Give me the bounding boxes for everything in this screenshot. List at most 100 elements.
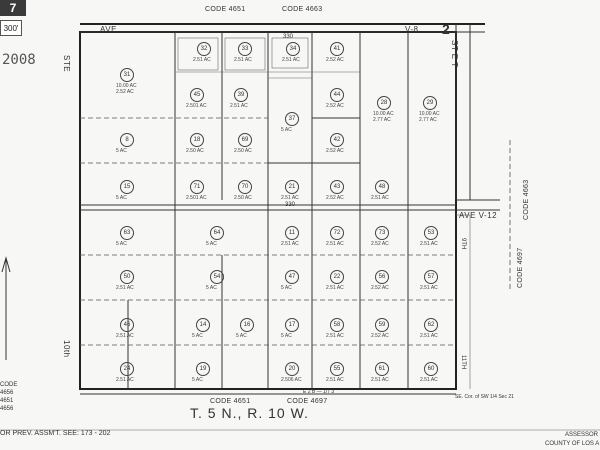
parcel-57[interactable]: 57 bbox=[424, 270, 438, 284]
parcel-8[interactable]: 8 bbox=[120, 133, 134, 147]
parcel-acreage: 2.52 AC bbox=[326, 148, 344, 154]
parcel-24[interactable]: 24 bbox=[120, 362, 134, 376]
parcel-14[interactable]: 14 bbox=[196, 318, 210, 332]
parcel-acreage: 2.52 AC bbox=[371, 241, 389, 247]
code-bottom-right: CODE 4697 bbox=[287, 398, 328, 405]
parcel-acreage: 2.51 AC bbox=[230, 103, 248, 109]
parcel-37[interactable]: 37 bbox=[285, 112, 299, 126]
parcel-31[interactable]: 31 bbox=[120, 68, 134, 82]
parcel-41[interactable]: 41 bbox=[330, 42, 344, 56]
parcel-acreage: 2.52 AC bbox=[371, 333, 389, 339]
parcel-56[interactable]: 56 bbox=[375, 270, 389, 284]
left-code-3: 4656 bbox=[0, 406, 14, 412]
parcel-63[interactable]: 63 bbox=[120, 226, 134, 240]
parcel-acreage: 2.51 AC bbox=[234, 57, 252, 63]
left-code-2: 4651 bbox=[0, 398, 14, 404]
ave-v8-number: 2 bbox=[442, 21, 451, 37]
code-top-left: CODE 4651 bbox=[205, 6, 246, 13]
parcel-acreage: 5 AC bbox=[116, 195, 127, 201]
parcel-54[interactable]: 54 bbox=[210, 270, 224, 284]
parcel-33[interactable]: 33 bbox=[238, 42, 252, 56]
parcel-acreage: 2.51 AC bbox=[326, 333, 344, 339]
left-code-label: CODE bbox=[0, 382, 18, 388]
st-10th-label: 10th bbox=[62, 340, 71, 358]
parcel-19[interactable]: 19 bbox=[196, 362, 210, 376]
parcel-71[interactable]: 71 bbox=[190, 180, 204, 194]
ave-v8-label: V-8 bbox=[405, 25, 419, 34]
parcel-acreage: 2.51 AC bbox=[116, 285, 134, 291]
parcel-acreage: 5 AC bbox=[206, 241, 217, 247]
parcel-20[interactable]: 20 bbox=[285, 362, 299, 376]
parcel-11[interactable]: 11 bbox=[285, 226, 299, 240]
parcel-34[interactable]: 34 bbox=[286, 42, 300, 56]
parcel-73[interactable]: 73 bbox=[375, 226, 389, 240]
scale-box: 300' bbox=[0, 20, 22, 36]
sheet-number-badge: 7 bbox=[0, 0, 26, 16]
parcel-acreage: 2.51 AC bbox=[420, 285, 438, 291]
parcel-32[interactable]: 32 bbox=[197, 42, 211, 56]
parcel-29[interactable]: 29 bbox=[423, 96, 437, 110]
parcel-39[interactable]: 39 bbox=[234, 88, 248, 102]
parcel-acreage: 5 AC bbox=[192, 333, 203, 339]
parcel-acreage: 2.51 AC bbox=[420, 241, 438, 247]
parcel-60[interactable]: 60 bbox=[424, 362, 438, 376]
parcel-47[interactable]: 47 bbox=[285, 270, 299, 284]
parcel-acreage: 2.52 AC bbox=[371, 285, 389, 291]
parcel-64[interactable]: 64 bbox=[210, 226, 224, 240]
parcel-69[interactable]: 69 bbox=[238, 133, 252, 147]
parcel-acreage: 2.50 AC bbox=[234, 195, 252, 201]
parcel-53[interactable]: 53 bbox=[424, 226, 438, 240]
parcel-44[interactable]: 44 bbox=[330, 88, 344, 102]
parcel-42[interactable]: 42 bbox=[330, 133, 344, 147]
parcel-sub-acreage: 2.77 AC bbox=[419, 117, 437, 123]
parcel-acreage: 5 AC bbox=[281, 127, 292, 133]
code-bottom-left: CODE 4651 bbox=[210, 398, 251, 405]
parcel-45[interactable]: 45 bbox=[190, 88, 204, 102]
code-right-lower: CODE 4697 bbox=[517, 247, 524, 288]
parcel-72[interactable]: 72 bbox=[330, 226, 344, 240]
parcel-16[interactable]: 16 bbox=[240, 318, 254, 332]
parcel-acreage: 5 AC bbox=[281, 333, 292, 339]
parcel-acreage: 10.00 AC bbox=[419, 111, 440, 117]
parcel-acreage: 2.52 AC bbox=[326, 195, 344, 201]
county-label: COUNTY OF LOS A bbox=[545, 441, 600, 447]
parcel-acreage: 5 AC bbox=[281, 285, 292, 291]
parcel-50[interactable]: 50 bbox=[120, 270, 134, 284]
parcel-acreage: 2.51 AC bbox=[371, 377, 389, 383]
parcel-acreage: 2.501 AC bbox=[186, 103, 207, 109]
parcel-acreage: 2.50 AC bbox=[186, 148, 204, 154]
parcel-acreage: 2.506 AC bbox=[281, 377, 302, 383]
st-11th-label: 11TH bbox=[460, 355, 466, 370]
parcel-46[interactable]: 46 bbox=[120, 318, 134, 332]
parcel-17[interactable]: 17 bbox=[285, 318, 299, 332]
parcel-sub-acreage: 2.77 AC bbox=[373, 117, 391, 123]
parcel-acreage: 2.50 AC bbox=[234, 148, 252, 154]
parcel-28[interactable]: 28 bbox=[377, 96, 391, 110]
parcel-22[interactable]: 22 bbox=[330, 270, 344, 284]
parcel-48[interactable]: 48 bbox=[375, 180, 389, 194]
code-right-upper: CODE 4663 bbox=[523, 179, 530, 220]
parcel-58[interactable]: 58 bbox=[330, 318, 344, 332]
parcel-acreage: 2.52 AC bbox=[326, 103, 344, 109]
parcel-55[interactable]: 55 bbox=[330, 362, 344, 376]
parcel-18[interactable]: 18 bbox=[190, 133, 204, 147]
parcel-61[interactable]: 61 bbox=[375, 362, 389, 376]
parcel-acreage: 2.51 AC bbox=[116, 333, 134, 339]
parcel-59[interactable]: 59 bbox=[375, 318, 389, 332]
prev-assessment-note: OR PREV. ASSM'T. SEE: 173 - 202 bbox=[0, 430, 111, 437]
parcel-70[interactable]: 70 bbox=[238, 180, 252, 194]
parcel-acreage: 2.51 AC bbox=[326, 241, 344, 247]
parcel-62[interactable]: 62 bbox=[424, 318, 438, 332]
parcel-15[interactable]: 15 bbox=[120, 180, 134, 194]
parcel-acreage: 2.51 AC bbox=[281, 241, 299, 247]
parcel-21[interactable]: 21 bbox=[285, 180, 299, 194]
parcel-acreage: 2.51 AC bbox=[326, 285, 344, 291]
parcel-acreage: 2.51 AC bbox=[371, 195, 389, 201]
code-top-right: CODE 4663 bbox=[282, 6, 323, 13]
parcel-43[interactable]: 43 bbox=[330, 180, 344, 194]
corner-note: SE. Cor. of SW 1/4 Sec 21 bbox=[455, 394, 514, 400]
st-east-label: ST E T bbox=[450, 40, 459, 68]
parcel-acreage: 2.51 AC bbox=[281, 195, 299, 201]
parcel-acreage: 2.51 AC bbox=[326, 377, 344, 383]
